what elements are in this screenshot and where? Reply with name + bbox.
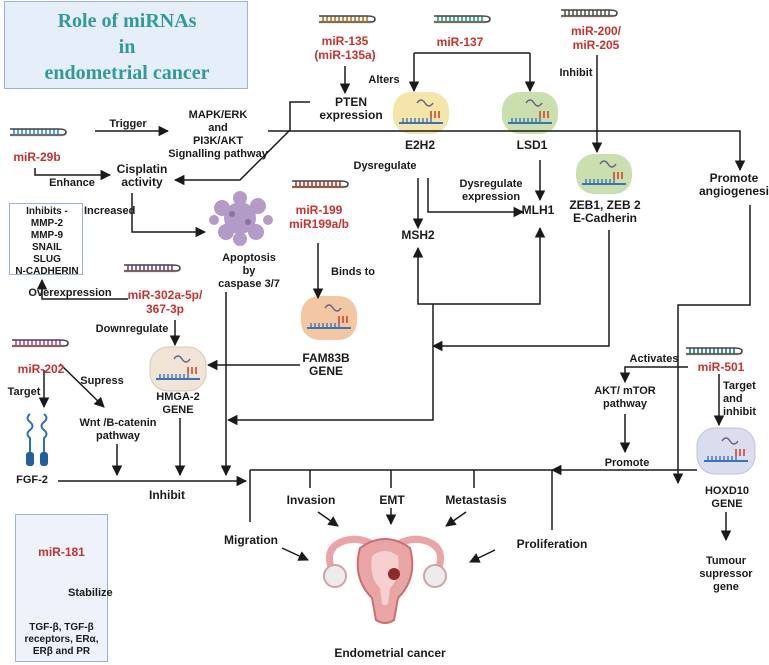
mir-199-label: miR-199 miR199a/b: [288, 203, 350, 231]
mir-200-label: miR-200/ miR-205: [570, 24, 622, 52]
zeb-label: ZEB1, ZEB 2 E-Cadherin: [569, 198, 641, 225]
rna-hairpin-icon: [10, 338, 70, 348]
activates-label: Activates: [629, 353, 679, 365]
inhibit-200-label: Inhibit: [559, 67, 593, 79]
cisplatin-label: Cisplatin activity: [116, 162, 168, 189]
fam83b-label: FAM83B GENE: [302, 351, 350, 378]
uterus-icon: [323, 535, 447, 624]
wnt-label: Wnt /B-catenin pathway: [79, 417, 157, 442]
cell-nucleus-icon: [696, 427, 756, 475]
cell-nucleus-icon: [149, 346, 207, 392]
rna-hairpin-icon: [559, 8, 619, 18]
title-line-3: endometrial cancer: [44, 62, 210, 84]
migration-label: Migration: [224, 533, 278, 547]
invasion-label: Invasion: [286, 493, 336, 507]
promote-angiogenesis-label: Promote angiogenesi: [698, 171, 769, 198]
apoptosis-label: Apoptosis by caspase 3/7: [218, 252, 280, 290]
mlh1-label: MLH1: [521, 203, 555, 217]
increased-label: Increased: [84, 205, 136, 217]
promote-label: Promote: [604, 457, 650, 469]
apoptotic-cell-icon: [209, 191, 273, 246]
rna-hairpin-icon: [290, 179, 350, 189]
cell-nucleus-icon: [393, 92, 449, 134]
receptor-icon: [26, 413, 48, 466]
tumour-suppressor-label: Tumour supressor gene: [699, 555, 753, 593]
pten-label: PTEN expression: [319, 95, 383, 122]
tgf-label: TGF-β, TGF-β receptors, ERα, ERβ and PR: [24, 622, 99, 657]
proliferation-label: Proliferation: [516, 537, 588, 551]
binds-to-label: Binds to: [331, 266, 375, 278]
target-inhibit-label: Target and inhibit: [723, 380, 756, 418]
rna-hairpin-icon: [684, 346, 744, 356]
title-line-2: in: [118, 36, 136, 58]
metastasis-label: Metastasis: [445, 493, 507, 507]
rna-hairpin-icon: [432, 14, 492, 24]
supress-label: Supress: [80, 375, 124, 387]
inhibits-list-box: Inhibits - MMP-2 MMP-9 SNAIL SLUG N-CADH…: [9, 203, 83, 277]
mapk-label: MAPK/ERK and PI3K/AKT Signalling pathway: [168, 109, 268, 160]
overexpression-label: Overexpression: [28, 287, 112, 299]
emt-label: EMT: [379, 493, 405, 507]
rna-hairpin-icon: [122, 263, 182, 273]
mir-135-label: miR-135 (miR-135a): [314, 34, 376, 62]
hmga2-label: HMGA-2 GENE: [156, 391, 200, 416]
mir-202-label: miR-202: [17, 362, 65, 376]
rna-hairpin-icon: [8, 127, 68, 137]
cell-nucleus-icon: [502, 92, 558, 134]
endometrial-cancer-label: Endometrial cancer: [334, 646, 446, 660]
rna-hairpin-icon: [317, 14, 377, 24]
inhibits-list: Inhibits - MMP-2 MMP-9 SNAIL SLUG N-CADH…: [15, 206, 79, 277]
mir-181-label: miR-181: [38, 545, 85, 559]
mir-181-box: miR-181 Stabilize TGF-β, TGF-β receptors…: [15, 514, 113, 662]
inhibit-main-label: Inhibit: [149, 488, 185, 502]
connectors: [34, 52, 751, 620]
hoxd10-label: HOXD10 GENE: [704, 485, 750, 510]
e2h2-label: E2H2: [404, 138, 436, 152]
trigger-label: Trigger: [109, 118, 147, 130]
mir-137-label: miR-137: [436, 35, 484, 49]
title-box: Role of miRNAs in endometrial cancer: [4, 1, 248, 89]
mir-29b-label: miR-29b: [13, 150, 61, 164]
mir-501-label: miR-501: [697, 360, 745, 374]
title-line-1: Role of miRNAs: [57, 10, 197, 32]
cell-nucleus-icon: [301, 296, 357, 340]
msh2-label: MSH2: [401, 228, 435, 242]
cell-nucleus-icon: [576, 154, 632, 194]
alters-label: Alters: [368, 74, 400, 86]
dysregulate-label: Dysregulate: [353, 160, 417, 172]
dysregulate-expression-label: Dysregulate expression: [459, 178, 523, 203]
lsd1-label: LSD1: [516, 138, 548, 152]
downregulate-label: Downregulate: [95, 323, 169, 335]
enhance-label: Enhance: [49, 177, 95, 189]
stabilize-label: Stabilize: [68, 587, 113, 599]
target-label: Target: [7, 386, 41, 398]
fgf2-label: FGF-2: [16, 474, 48, 486]
akt-mtor-label: AKT/ mTOR pathway: [594, 385, 656, 410]
mir-302-label: miR-302a-5p/ 367-3p: [127, 288, 203, 316]
